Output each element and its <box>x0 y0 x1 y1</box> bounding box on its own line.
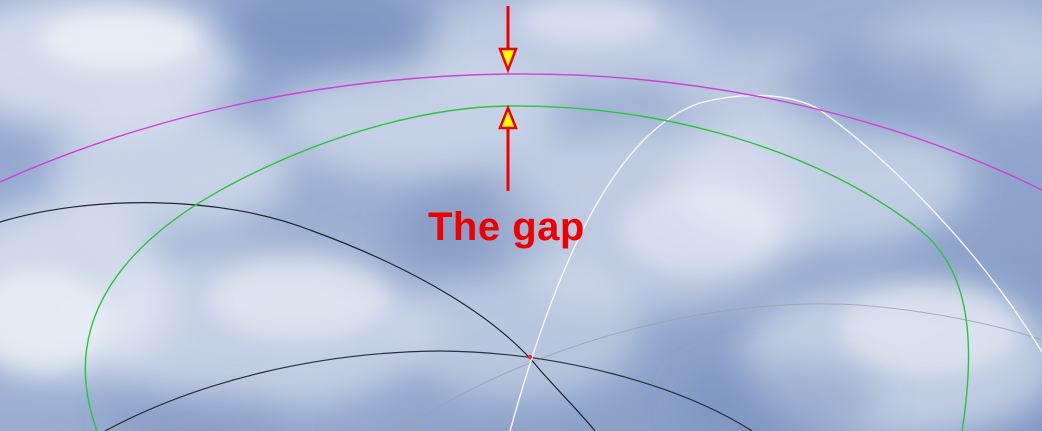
top-arrow-down-icon <box>498 6 518 74</box>
arc-intersection-point <box>528 355 532 359</box>
blue-sky-patches <box>110 0 980 431</box>
gap-annotation-label: The gap <box>428 205 585 249</box>
bottom-arrow-up-icon <box>498 104 518 191</box>
dark-arc-lower <box>104 350 753 431</box>
faint-grey-arc <box>399 303 1042 431</box>
outer-magenta-arc <box>0 73 1042 191</box>
dark-arc-left <box>0 202 596 431</box>
